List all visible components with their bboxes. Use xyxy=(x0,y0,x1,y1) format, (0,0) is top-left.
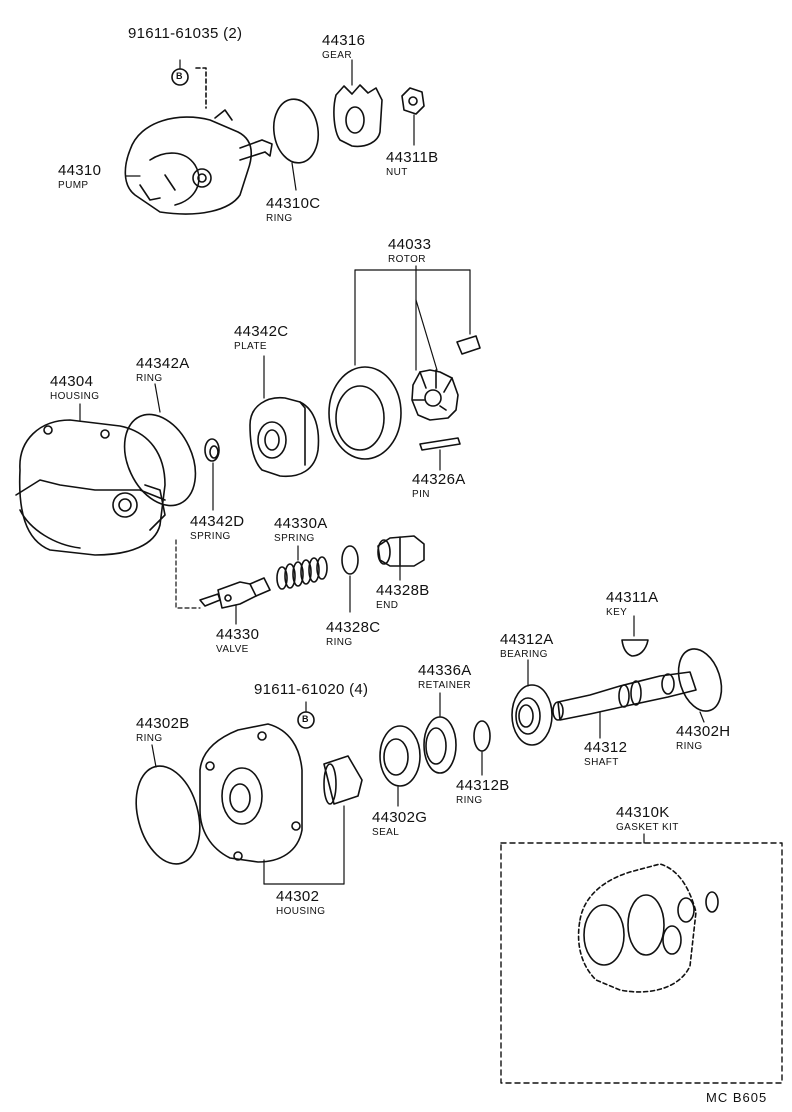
bolt-marker-letter: B xyxy=(176,71,183,81)
bolt-marker-letter: B xyxy=(302,714,309,724)
housing-44302-drawing xyxy=(199,723,303,863)
gear-44316-drawing xyxy=(333,84,383,148)
gasket-kit-drawing xyxy=(577,863,719,993)
ring-44342a-drawing xyxy=(123,413,197,507)
snap-ring-44302h-drawing xyxy=(677,648,723,712)
retainer-44336a-drawing xyxy=(423,716,457,774)
key-44311a-drawing xyxy=(621,639,649,657)
valve-44330-drawing xyxy=(199,577,271,609)
housing-44304-drawing xyxy=(15,419,166,556)
spring-44342d-drawing xyxy=(204,438,220,462)
ring-44312b-drawing xyxy=(473,720,491,752)
rotor-ring-drawing xyxy=(328,366,402,460)
plate-44342c-drawing xyxy=(249,396,320,478)
rotor-drawing xyxy=(411,369,459,421)
ring-44328c-drawing xyxy=(341,545,359,575)
bushing-drawing xyxy=(323,755,363,805)
shaft-44312-drawing xyxy=(552,671,697,721)
diagram-code: MC B605 xyxy=(706,1090,768,1105)
part-label-91611-61035: 91611-61035 (2) xyxy=(128,25,243,42)
rotor-bracket xyxy=(354,265,471,371)
end-44328b-drawing xyxy=(377,535,425,567)
ring-44302b-drawing xyxy=(135,765,201,865)
part-label-91611-61020: 91611-61020 (4) xyxy=(254,681,369,698)
nut-44311b-drawing xyxy=(401,87,425,115)
seal-44302g-drawing xyxy=(379,725,421,787)
vane-drawing xyxy=(456,335,481,355)
pump-assembly-drawing xyxy=(124,109,273,215)
spring-44330a-drawing xyxy=(276,556,328,590)
bearing-44312a-drawing xyxy=(511,684,553,746)
housing-44302-bracket xyxy=(263,805,345,885)
gasket-kit-box xyxy=(500,842,783,1084)
ring-44310c-drawing xyxy=(272,98,320,164)
pin-44326a-drawing xyxy=(419,437,461,451)
